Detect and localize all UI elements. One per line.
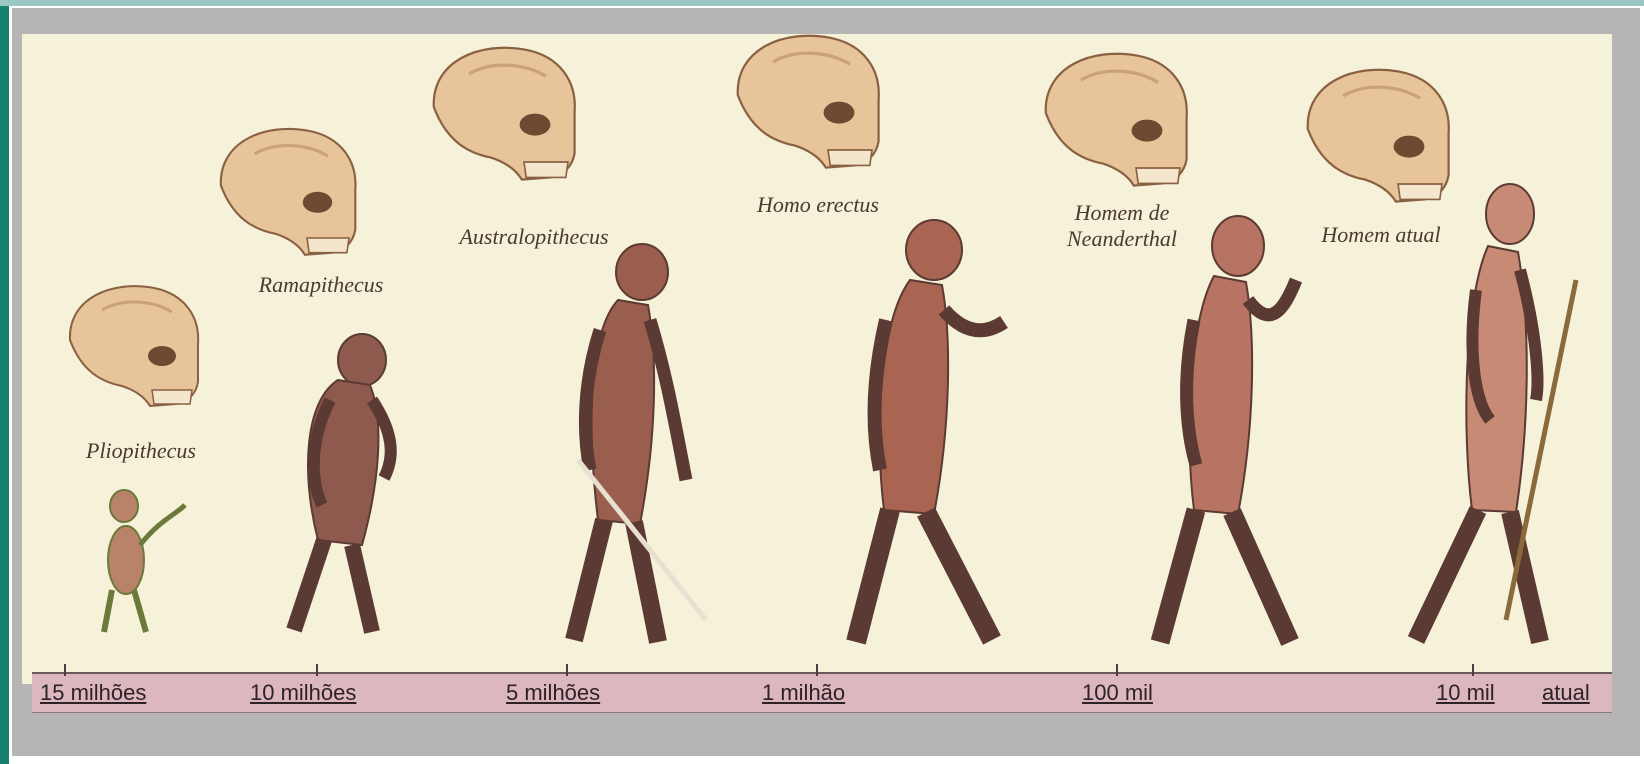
australopithecus-skull-icon (434, 48, 575, 180)
species-label-ramapithecus: Ramapithecus (226, 272, 416, 298)
homem-atual-skull-icon (1308, 70, 1449, 202)
timeline-tick (1116, 664, 1118, 676)
timeline-tick (1472, 664, 1474, 676)
timeline-label-5-milhoes: 5 milhões (506, 680, 600, 706)
ramapithecus-figure-icon (294, 334, 391, 632)
australopithecus-figure-icon (574, 244, 706, 642)
species-label-neanderthal: Homem de Neanderthal (1032, 200, 1212, 252)
timeline-bar: 15 milhões 10 milhões 5 milhões 1 milhão… (32, 672, 1612, 713)
timeline-label-100-mil: 100 mil (1082, 680, 1153, 706)
homem-atual-figure-icon (1416, 184, 1576, 642)
timeline-label-10-mil: 10 mil (1436, 680, 1495, 706)
timeline-tick (316, 664, 318, 676)
species-label-homo-erectus: Homo erectus (718, 192, 918, 218)
species-label-pliopithecus: Pliopithecus (56, 438, 226, 464)
species-label-australopithecus: Australopithecus (414, 224, 654, 250)
ramapithecus-skull-icon (221, 129, 356, 255)
timeline-tick (64, 664, 66, 676)
homo-erectus-skull-icon (738, 36, 879, 168)
neanderthal-figure-icon (1160, 216, 1296, 642)
timeline-label-atual: atual (1542, 680, 1590, 706)
timeline-tick (566, 664, 568, 676)
homo-erectus-figure-icon (856, 220, 1004, 642)
pliopithecus-skull-icon (70, 286, 198, 406)
timeline-tick (816, 664, 818, 676)
timeline-label-15-milhoes: 15 milhões (40, 680, 146, 706)
timeline-label-1-milhao: 1 milhão (762, 680, 845, 706)
species-label-homem-atual: Homem atual (1316, 222, 1446, 248)
timeline-label-10-milhoes: 10 milhões (250, 680, 356, 706)
neanderthal-skull-icon (1046, 54, 1187, 186)
pliopithecus-figure-icon (104, 490, 185, 632)
